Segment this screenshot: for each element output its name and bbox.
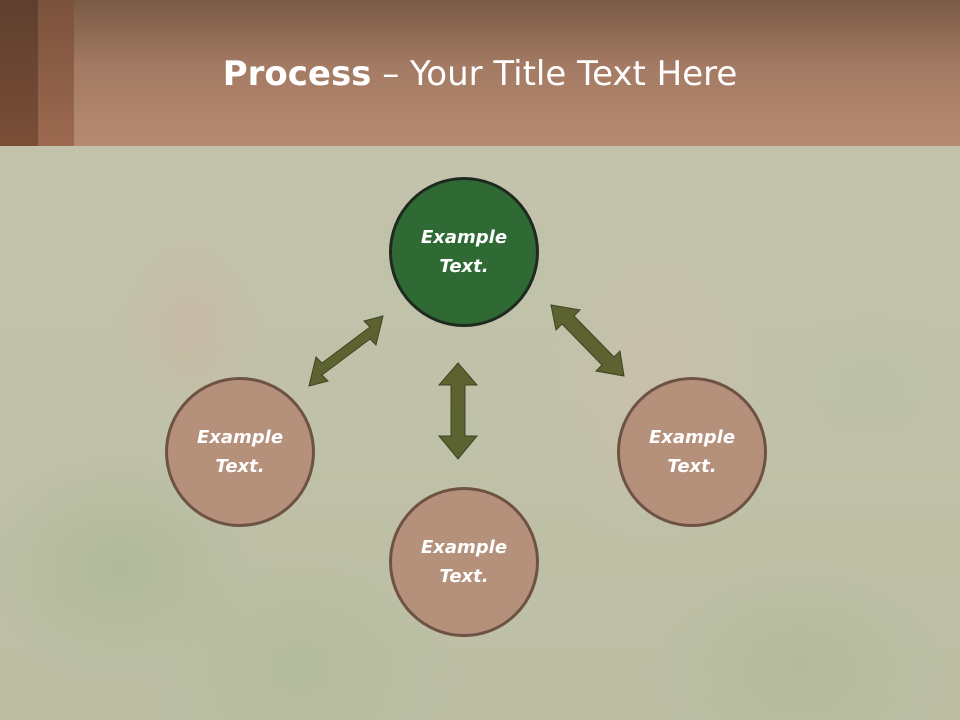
- banner-accent-dark: [0, 0, 38, 146]
- double-headed-arrow-icon: [550, 304, 625, 377]
- process-node-top-text: Example Text.: [420, 227, 508, 277]
- process-node-left-text: Example Text.: [196, 427, 284, 477]
- double-headed-arrow-icon: [437, 362, 479, 460]
- slide-title-bold: Process: [222, 54, 372, 94]
- slide-title-rest: – Your Title Text Here: [371, 54, 738, 94]
- process-node-bottom-text: Example Text.: [420, 537, 508, 587]
- process-node-right-text: Example Text.: [648, 427, 736, 477]
- double-headed-arrow-icon: [308, 315, 384, 387]
- process-node-left[interactable]: Example Text.: [165, 377, 315, 527]
- title-banner: Process – Your Title Text Here: [0, 0, 960, 146]
- process-node-bottom[interactable]: Example Text.: [389, 487, 539, 637]
- slide-title[interactable]: Process – Your Title Text Here: [0, 52, 960, 96]
- process-node-right[interactable]: Example Text.: [617, 377, 767, 527]
- banner-accent-mid: [38, 0, 74, 146]
- process-node-top[interactable]: Example Text.: [389, 177, 539, 327]
